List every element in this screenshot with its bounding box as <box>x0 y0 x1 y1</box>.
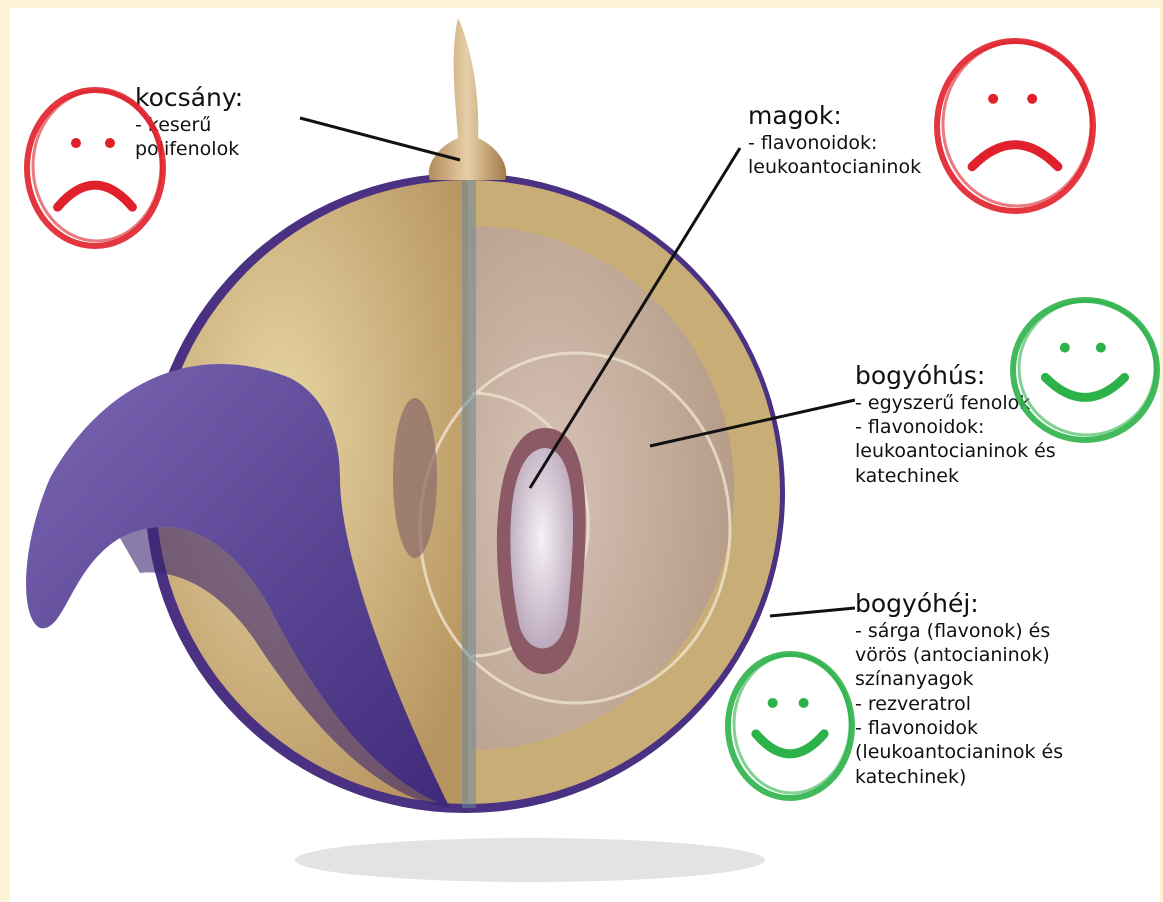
sad-face-icon <box>937 41 1093 211</box>
faces-overlay <box>10 8 1160 902</box>
smiley-face-icon <box>1013 300 1157 440</box>
sad-face-icon <box>27 90 163 246</box>
diagram-canvas: kocsány: - keserű polifenolok magok: - f… <box>10 8 1160 902</box>
smiley-face-icon <box>728 654 852 798</box>
